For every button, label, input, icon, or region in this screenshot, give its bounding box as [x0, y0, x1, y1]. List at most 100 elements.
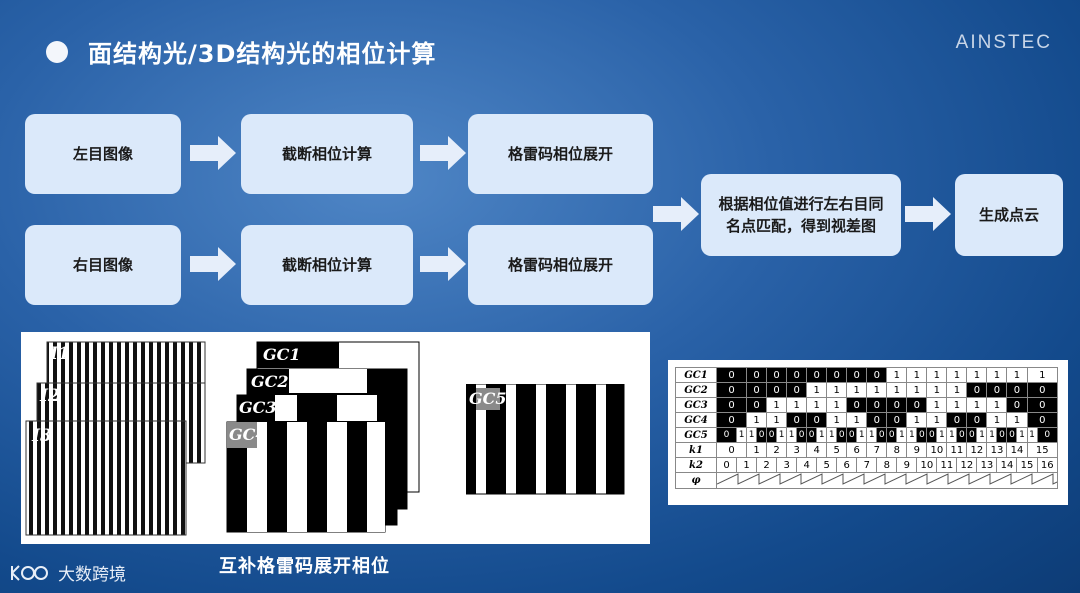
label-gc4: GC4 — [229, 425, 267, 444]
arrow-right-icon — [420, 136, 466, 170]
table-cell: 0 — [715, 442, 748, 458]
table-cell: 1 — [986, 367, 1008, 383]
table-cell: 2 — [756, 457, 778, 473]
table-cell: 10 — [916, 457, 938, 473]
arrow-right-icon — [653, 197, 699, 231]
table-cell: 1 — [966, 367, 988, 383]
table-cell: 1 — [826, 397, 848, 413]
table-cell: 0 — [746, 382, 768, 398]
table-cell: 1 — [976, 427, 988, 443]
table-cell: 0 — [1036, 427, 1059, 443]
table-cell: 0 — [806, 367, 828, 383]
table-cell: 0 — [966, 382, 988, 398]
table-cell: 15 — [1026, 442, 1058, 458]
table-cell: 0 — [756, 427, 768, 443]
table-cell: 0 — [1006, 427, 1018, 443]
table-cell: 4 — [806, 442, 828, 458]
table-cell: 13 — [976, 457, 998, 473]
table-cell: 13 — [986, 442, 1008, 458]
table-cell: 1 — [786, 397, 808, 413]
table-cell: 1 — [926, 397, 948, 413]
table-cell: 14 — [1006, 442, 1028, 458]
table-cell: 0 — [715, 367, 748, 383]
label-gc3: GC3 — [239, 398, 277, 417]
table-cell: 1 — [1006, 367, 1028, 383]
row-label: k2 — [675, 457, 717, 473]
table-cell: 15 — [1016, 457, 1038, 473]
table-cell: 3 — [786, 442, 808, 458]
table-cell: 1 — [926, 367, 948, 383]
table-cell: 0 — [866, 367, 888, 383]
table-cell: 0 — [786, 367, 808, 383]
watermark: 大数跨境 — [8, 560, 126, 585]
label-i3: I3 — [32, 426, 52, 446]
table-cell: 1 — [936, 427, 948, 443]
row-label: GC3 — [675, 397, 717, 413]
match-label: 根据相位值进行左右目同 名点匹配，得到视差图 — [718, 193, 883, 238]
table-cell: 7 — [856, 457, 878, 473]
table-cell: 0 — [986, 382, 1008, 398]
table-cell: 1 — [946, 397, 968, 413]
table-cell: 0 — [866, 412, 888, 428]
table-cell: 1 — [746, 412, 768, 428]
table-cell: 12 — [966, 442, 988, 458]
table-cell: 8 — [886, 442, 908, 458]
table-cell: 1 — [886, 367, 908, 383]
table-cell: 1 — [746, 427, 758, 443]
table-cell: 0 — [796, 427, 808, 443]
table-cell: 0 — [826, 367, 848, 383]
table-cell: 0 — [846, 367, 868, 383]
row-label: GC2 — [675, 382, 717, 398]
truncate-bottom-label: 截断相位计算 — [281, 255, 372, 274]
table-cell: 0 — [715, 382, 748, 398]
table-cell: 0 — [886, 397, 908, 413]
table-cell: 1 — [896, 427, 908, 443]
table-cell: 1 — [766, 397, 788, 413]
left-image-label: 左目图像 — [72, 144, 133, 163]
gc5-pattern — [466, 384, 625, 495]
gray-code-unwrap-top-box: 格雷码相位展开 — [468, 114, 653, 194]
table-cell: 0 — [1026, 397, 1058, 413]
table-cell: 0 — [806, 427, 818, 443]
table-cell: 12 — [956, 457, 978, 473]
truncate-phase-bottom-box: 截断相位计算 — [241, 225, 413, 305]
table-cell: 0 — [715, 427, 738, 443]
arrow-right-icon — [420, 247, 466, 281]
table-cell: 0 — [766, 427, 778, 443]
table-cell: 1 — [946, 367, 968, 383]
point-cloud-box: 生成点云 — [955, 174, 1063, 256]
label-gc1: GC1 — [263, 345, 301, 364]
table-cell: 0 — [846, 427, 858, 443]
match-label-line1: 根据相位值进行左右目同 — [718, 194, 884, 213]
truncate-phase-top-box: 截断相位计算 — [241, 114, 413, 194]
table-cell: 0 — [715, 457, 738, 473]
table-cell: 1 — [986, 412, 1008, 428]
table-cell: 0 — [846, 397, 868, 413]
table-cell: 1 — [986, 397, 1008, 413]
phase-shift-images — [25, 341, 206, 536]
table-cell: 11 — [936, 457, 958, 473]
table-cell: 1 — [1016, 427, 1028, 443]
table-cell: 1 — [826, 382, 848, 398]
table-cell: 0 — [916, 427, 928, 443]
table-cell: 1 — [966, 397, 988, 413]
table-cell: 1 — [1026, 367, 1058, 383]
table-cell: 4 — [796, 457, 818, 473]
table-cell: 0 — [906, 397, 928, 413]
table-cell: 16 — [1036, 457, 1059, 473]
table-cell: 1 — [766, 412, 788, 428]
table-cell: 0 — [866, 397, 888, 413]
match-label-line2: 名点匹配，得到视差图 — [725, 217, 876, 235]
right-image-box: 右目图像 — [25, 225, 181, 305]
table-cell: 0 — [766, 367, 788, 383]
table-cell: 5 — [826, 442, 848, 458]
table-cell: 1 — [986, 427, 998, 443]
table-cell: 0 — [766, 382, 788, 398]
page-title: 面结构光/3D结构光的相位计算 — [88, 40, 437, 68]
table-cell: 1 — [946, 382, 968, 398]
